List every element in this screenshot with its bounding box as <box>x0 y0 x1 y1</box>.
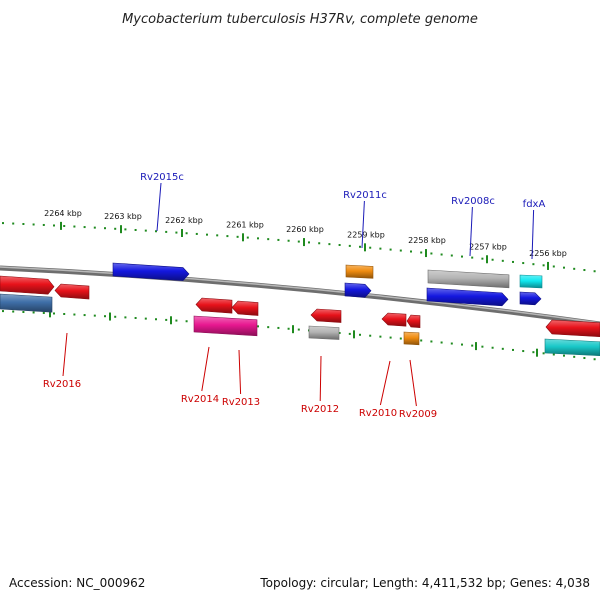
feature-rv2012-red <box>310 308 342 323</box>
upper-gene-3-label: fdxA <box>523 199 546 210</box>
lower-gene-3-label: Rv2012 <box>301 404 339 415</box>
lower-gene-0-leader <box>62 332 68 377</box>
lower-gene-2-label: Rv2013 <box>222 397 260 408</box>
upper-gene-0-leader <box>156 182 162 232</box>
lower-gene-2-leader <box>238 349 242 395</box>
lower-scale-track <box>2 310 596 361</box>
upper-gene-2-leader <box>469 206 473 257</box>
scale-tick-label: 2259 kbp <box>347 230 385 239</box>
backbone-highlight <box>0 266 600 324</box>
lower-gene-4-label: Rv2010 <box>359 408 397 419</box>
scale-tick-label: 2261 kbp <box>226 220 264 229</box>
feature-rv2016-left-red <box>0 275 55 295</box>
backbone-line <box>0 265 600 327</box>
map-title: Mycobacterium tuberculosis H37Rv, comple… <box>122 12 478 27</box>
scale-tick-label: 2263 kbp <box>104 212 142 221</box>
upper-gene-3-leader <box>531 209 535 260</box>
lower-gene-3-leader <box>319 355 322 402</box>
lower-gene-1-label: Rv2014 <box>181 394 219 405</box>
scale-tick-label: 2262 kbp <box>165 216 203 225</box>
genome-summary-text: Topology: circular; Length: 4,411,532 bp… <box>259 576 590 590</box>
feature-right-red <box>545 319 600 338</box>
feature-rv2011c-blue <box>344 282 372 298</box>
lower-gene-1-leader <box>201 346 210 392</box>
scale-tick-label: 2264 kbp <box>44 209 82 218</box>
feature-rv2009-orange <box>403 331 420 346</box>
feature-rv2008c-gray <box>427 269 510 289</box>
feature-rv2011c-orange <box>345 264 374 279</box>
upper-gene-0-label: Rv2015c <box>140 172 184 183</box>
gene-features <box>0 262 600 357</box>
feature-rv2010-red <box>381 312 407 327</box>
accession-text: Accession: NC_000962 <box>9 576 145 590</box>
scale-ticks: 2264 kbp 2263 kbp 2262 kbp 2261 kbp 2260 kbp… <box>2 209 596 361</box>
upper-gene-2-label: Rv2008c <box>451 196 495 207</box>
feature-rv2012-gray <box>308 325 340 340</box>
lower-gene-0-label: Rv2016 <box>43 379 81 390</box>
scale-tick-label: 2257 kbp <box>469 242 507 251</box>
feature-rv2009-red <box>406 314 421 328</box>
feature-rv2013-red <box>231 300 259 316</box>
lower-gene-5-label: Rv2009 <box>399 409 437 420</box>
feature-rv2014-red <box>195 297 233 314</box>
lower-gene-4-leader <box>379 360 391 406</box>
feature-right-teal <box>544 338 600 357</box>
feature-rv2014-magenta <box>193 315 258 337</box>
scale-tick-label: 2260 kbp <box>286 225 324 234</box>
upper-scale-track <box>2 222 596 273</box>
scale-tick-label: 2256 kbp <box>529 249 567 258</box>
feature-rv2016-left-steel <box>0 293 53 313</box>
feature-rv2008c-blue <box>426 287 509 307</box>
upper-gene-1-label: Rv2011c <box>343 190 387 201</box>
feature-rv2015c-blue <box>112 262 190 281</box>
lower-gene-5-leader <box>409 359 417 407</box>
backbone <box>0 265 600 327</box>
feature-fdxa-blue <box>519 291 542 306</box>
feature-fdxa-cyan <box>519 274 543 289</box>
feature-rv2016-red <box>54 283 90 300</box>
scale-tick-label: 2258 kbp <box>408 236 446 245</box>
upper-gene-1-leader <box>361 200 365 249</box>
